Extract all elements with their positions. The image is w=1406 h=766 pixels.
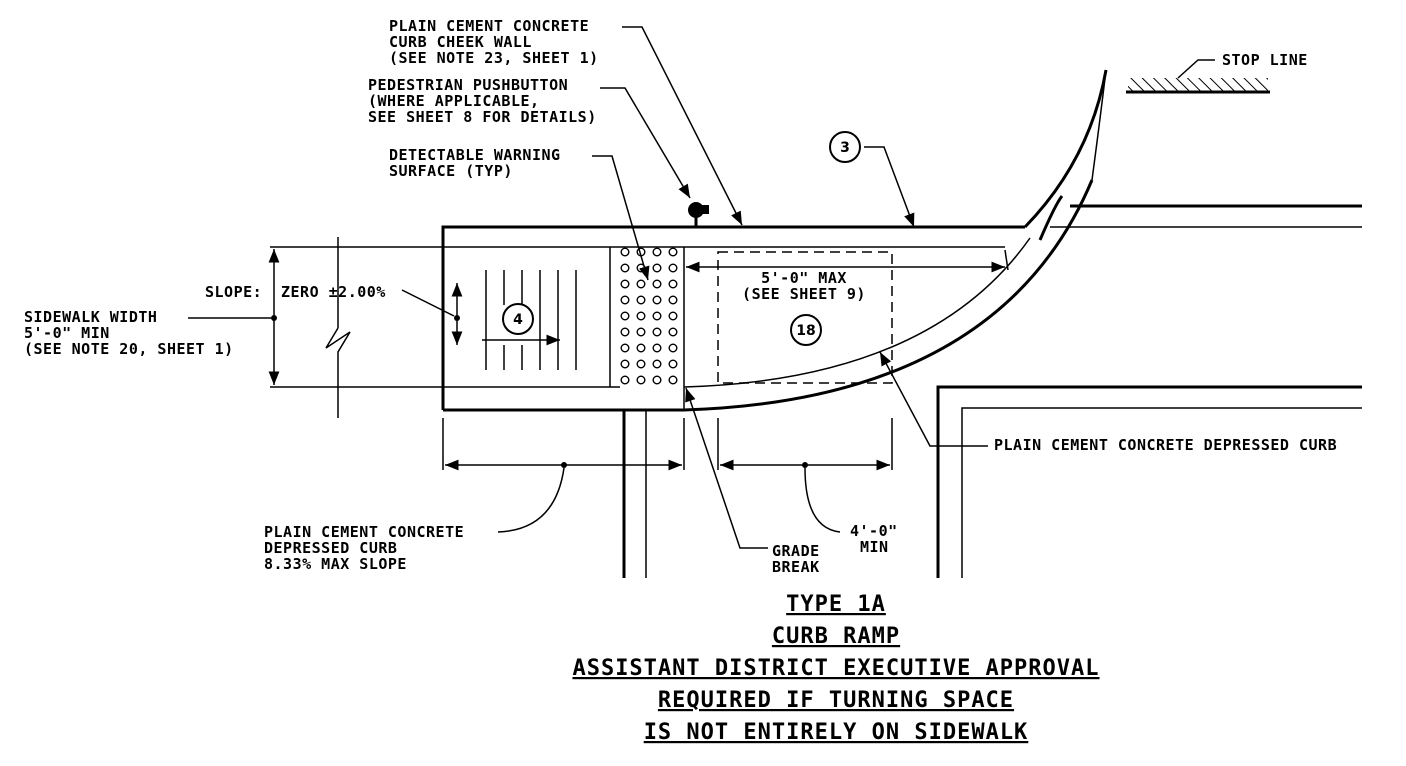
cheek-wall-label-1: PLAIN CEMENT CONCRETE: [389, 17, 589, 35]
pushbutton-icon: [688, 202, 709, 227]
title-line-3: ASSISTANT DISTRICT EXECUTIVE APPROVAL: [572, 656, 1099, 681]
max-dimension-label-1: 5'-0" MAX: [761, 269, 847, 287]
warning-dot: [620, 343, 630, 353]
road-lines-right: [936, 204, 1362, 578]
warning-dot: [652, 247, 662, 257]
pushbutton-label-2: (WHERE APPLICABLE,: [368, 92, 540, 110]
warning-dot: [668, 375, 678, 385]
warning-dot: [620, 375, 630, 385]
warning-dot: [668, 263, 678, 273]
depressed-curb-left-label-3: 8.33% MAX SLOPE: [264, 555, 407, 573]
sidewalk-width-label-2: 5'-0" MIN: [24, 324, 110, 342]
svg-text:18: 18: [796, 323, 815, 339]
svg-text:4: 4: [513, 312, 523, 328]
warning-dot: [620, 295, 630, 305]
title-line-1: TYPE 1A: [786, 592, 886, 617]
pushbutton-label-1: PEDESTRIAN PUSHBUTTON: [368, 76, 568, 94]
warning-dot: [636, 343, 646, 353]
warning-dot: [668, 311, 678, 321]
depressed-curb-left-label-2: DEPRESSED CURB: [264, 539, 397, 557]
warning-dot: [620, 279, 630, 289]
warning-dot: [652, 263, 662, 273]
warning-dot: [620, 327, 630, 337]
marker-4: 4: [502, 303, 534, 335]
stop-line-label: STOP LINE: [1222, 51, 1308, 69]
stop-line: [1126, 59, 1270, 94]
title-line-2: CURB RAMP: [772, 624, 900, 649]
warning-dot: [652, 343, 662, 353]
warning-dot: [652, 375, 662, 385]
cheek-wall-label-2: CURB CHEEK WALL: [389, 33, 532, 51]
cheek-wall-label-3: (SEE NOTE 23, SHEET 1): [389, 49, 599, 67]
warning-dot: [668, 247, 678, 257]
warning-dot: [668, 343, 678, 353]
slope-label: SLOPE:: [205, 283, 262, 301]
warning-dot: [668, 279, 678, 289]
depressed-curb-left-label-1: PLAIN CEMENT CONCRETE: [264, 523, 464, 541]
warning-dot: [652, 279, 662, 289]
turning-space-box: [717, 251, 893, 384]
title-line-4: REQUIRED IF TURNING SPACE: [658, 688, 1014, 713]
sidewalk-width-label-1: SIDEWALK WIDTH: [24, 308, 157, 326]
marker-3: 3: [829, 131, 861, 163]
marker-18: 18: [790, 314, 822, 346]
slope-arrow: [401, 283, 463, 345]
leader-lines: [592, 26, 988, 549]
grade-break-label-2: BREAK: [772, 558, 820, 576]
pushbutton-label-3: SEE SHEET 8 FOR DETAILS): [368, 108, 597, 126]
warning-dot: [636, 327, 646, 337]
max-dimension: [686, 249, 1009, 273]
warning-dot: [652, 311, 662, 321]
ramp-run-lines: [482, 270, 577, 370]
title-block: TYPE 1A CURB RAMP ASSISTANT DISTRICT EXE…: [572, 592, 1099, 745]
depressed-curb-right-label: PLAIN CEMENT CONCRETE DEPRESSED CURB: [994, 436, 1337, 454]
warning-label-2: SURFACE (TYP): [389, 162, 513, 180]
min-dimension-label-2: MIN: [860, 538, 889, 556]
warning-dot: [636, 311, 646, 321]
sidewalk-width-label-3: (SEE NOTE 20, SHEET 1): [24, 340, 234, 358]
warning-label-1: DETECTABLE WARNING: [389, 146, 561, 164]
warning-dot: [620, 311, 630, 321]
sidewalk-outline: [270, 225, 1025, 412]
warning-dot: [636, 279, 646, 289]
min-dimension-label-1: 4'-0": [850, 522, 898, 540]
warning-dot: [668, 359, 678, 369]
warning-dot: [652, 327, 662, 337]
svg-text:3: 3: [840, 140, 850, 156]
corner-curb-arcs: [683, 69, 1108, 412]
warning-dot: [620, 263, 630, 273]
grade-break-label-1: GRADE: [772, 542, 820, 560]
warning-dot: [636, 375, 646, 385]
warning-dot: [652, 359, 662, 369]
warning-dot: [668, 327, 678, 337]
title-line-5: IS NOT ENTIRELY ON SIDEWALK: [644, 720, 1029, 745]
warning-dot: [620, 247, 630, 257]
warning-dot: [636, 359, 646, 369]
warning-dot: [620, 359, 630, 369]
slope-value: ZERO ±2.00%: [281, 283, 386, 301]
road-lines-bottom: [622, 410, 647, 578]
bottom-dimensions: [442, 418, 893, 533]
sidewalk-width-dimension: [188, 237, 351, 418]
warning-dot: [652, 295, 662, 305]
warning-dot: [668, 295, 678, 305]
detectable-warning-dots: [620, 247, 678, 385]
warning-dot: [636, 295, 646, 305]
max-dimension-label-2: (SEE SHEET 9): [742, 285, 866, 303]
